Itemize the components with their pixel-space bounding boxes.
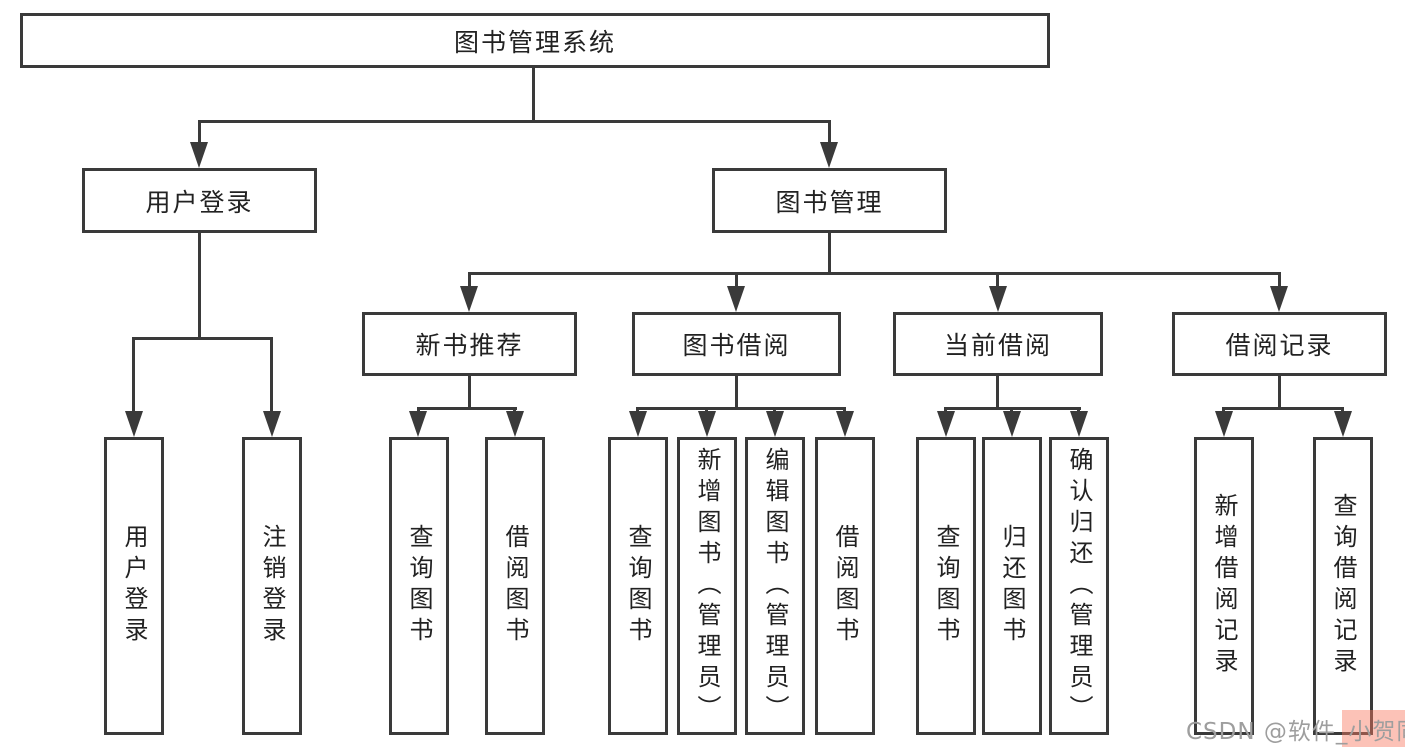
connector [270, 337, 273, 415]
connector [735, 272, 738, 290]
node-user-login: 用户登录 [82, 168, 317, 233]
arrowhead [460, 286, 478, 312]
connector [828, 231, 831, 275]
arrowhead [989, 286, 1007, 312]
leaf-query-books-current: 查询图书 [916, 437, 976, 735]
arrowhead [698, 411, 716, 437]
arrowhead [190, 142, 208, 168]
leaf-label: 借阅图书 [501, 524, 529, 648]
node-label: 图书借阅 [682, 331, 791, 360]
node-library-management-system: 图书管理系统 [20, 13, 1050, 68]
leaf-label: 注销登录 [258, 524, 286, 648]
leaf-borrow-books-recommend: 借阅图书 [485, 437, 545, 735]
arrowhead [629, 411, 647, 437]
node-label: 当前借阅 [943, 331, 1052, 360]
leaf-user-login: 用户登录 [104, 437, 164, 735]
leaf-label: 查询借阅记录 [1329, 493, 1357, 679]
leaf-label: 查询图书 [405, 524, 433, 648]
arrowhead [263, 411, 281, 437]
watermark: CSDN @软件_小贺同学 [1186, 719, 1405, 745]
leaf-label: 归还图书 [998, 524, 1026, 648]
node-book-borrowing: 图书借阅 [632, 312, 841, 376]
arrowhead [125, 411, 143, 437]
leaf-query-books-recommend: 查询图书 [389, 437, 449, 735]
connector [468, 272, 1281, 275]
leaf-label: 新增图书（管理员） [693, 446, 721, 726]
arrowhead [1070, 411, 1088, 437]
leaf-query-borrow-record: 查询借阅记录 [1313, 437, 1373, 735]
leaf-borrow-books: 借阅图书 [815, 437, 875, 735]
leaf-return-books: 归还图书 [982, 437, 1042, 735]
arrowhead [409, 411, 427, 437]
leaf-confirm-return-admin: 确认归还（管理员） [1049, 437, 1109, 735]
node-label: 新书推荐 [415, 331, 524, 360]
arrowhead [820, 142, 838, 168]
connector [636, 407, 846, 410]
arrowhead [766, 411, 784, 437]
leaf-label: 查询图书 [932, 524, 960, 648]
connector [996, 374, 999, 410]
connector [735, 374, 738, 410]
leaf-label: 新增借阅记录 [1210, 493, 1238, 679]
connector [1278, 374, 1281, 410]
connector [198, 231, 201, 340]
node-book-management: 图书管理 [712, 168, 947, 233]
arrowhead [1334, 411, 1352, 437]
leaf-add-borrow-record: 新增借阅记录 [1194, 437, 1254, 735]
connector [828, 120, 831, 146]
connector [417, 407, 517, 410]
leaf-query-books-borrow: 查询图书 [608, 437, 668, 735]
arrowhead [1215, 411, 1233, 437]
connector [132, 337, 135, 415]
node-borrowing-records: 借阅记录 [1172, 312, 1387, 376]
leaf-label: 确认归还（管理员） [1065, 446, 1093, 726]
arrowhead [1270, 286, 1288, 312]
node-new-book-recommendation: 新书推荐 [362, 312, 577, 376]
node-current-borrowing: 当前借阅 [893, 312, 1103, 376]
connector [1222, 407, 1344, 410]
leaf-label: 用户登录 [120, 524, 148, 648]
connector [132, 337, 273, 340]
connector [198, 120, 201, 146]
connector [468, 374, 471, 410]
leaf-logout: 注销登录 [242, 437, 302, 735]
leaf-label: 查询图书 [624, 524, 652, 648]
leaf-label: 借阅图书 [831, 524, 859, 648]
node-label: 借阅记录 [1225, 331, 1334, 360]
node-label: 图书管理系统 [453, 27, 616, 57]
leaf-add-books-admin: 新增图书（管理员） [677, 437, 737, 735]
connector [996, 272, 999, 290]
node-label: 用户登录 [145, 187, 254, 217]
arrowhead [836, 411, 854, 437]
arrowhead [1003, 411, 1021, 437]
connector [1278, 272, 1281, 290]
arrowhead [727, 286, 745, 312]
connector [468, 272, 471, 290]
arrowhead [937, 411, 955, 437]
leaf-label: 编辑图书（管理员） [761, 446, 789, 726]
watermark-highlight [1342, 710, 1405, 747]
arrowhead [506, 411, 524, 437]
node-label: 图书管理 [775, 187, 884, 217]
connector [198, 120, 831, 123]
connector [532, 66, 535, 123]
leaf-edit-books-admin: 编辑图书（管理员） [745, 437, 805, 735]
